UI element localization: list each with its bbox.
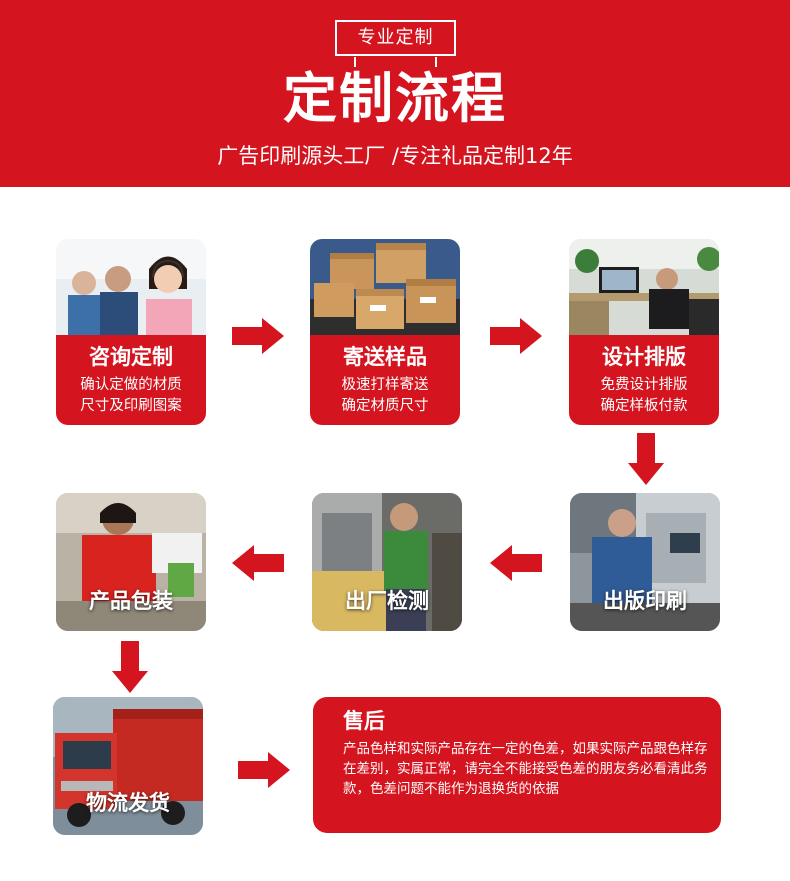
step-consult-panel: 咨询定制 确认定做的材质 尺寸及印刷图案 [56,335,206,425]
step-consult-card: 咨询定制 确认定做的材质 尺寸及印刷图案 [56,239,206,425]
step-desc-line1: 极速打样寄送 [341,377,429,393]
factory-inspection-photo [312,493,462,631]
customer-service-photo [56,239,206,335]
step-inspect-card: 出厂检测 [312,493,462,631]
packaging-worker-photo [56,493,206,631]
step-design-panel: 设计排版 免费设计排版 确定样板付款 [569,335,719,425]
step-desc-line2: 尺寸及印刷图案 [80,398,182,414]
step-title: 物流发货 [86,791,170,815]
after-sale-text: 产品色样和实际产品存在一定的色差，如果实际产品跟色样存在差别，实属正常，请完全不… [343,741,708,797]
arrow-right-icon [238,752,290,788]
printing-press-photo [570,493,720,631]
step-desc-line2: 确定材质尺寸 [341,398,429,414]
badge-divider [435,57,437,67]
step-desc-line1: 确认定做的材质 [80,377,182,393]
step-sample-card: 寄送样品 极速打样寄送 确定材质尺寸 [310,239,460,425]
header-banner: 专业定制 定制流程 广告印刷源头工厂 /专注礼品定制12年 [0,0,790,187]
page-subtitle: 广告印刷源头工厂 /专注礼品定制12年 [217,144,573,168]
step-title: 出厂检测 [345,589,429,613]
delivery-truck-photo [53,697,203,835]
arrow-right-icon [232,318,284,354]
arrow-down-icon [112,641,148,693]
step-package-card: 产品包装 [56,493,206,631]
arrow-left-icon [490,545,542,581]
step-title: 产品包装 [89,589,173,613]
page-title: 定制流程 [283,67,507,130]
office-workstation-photo [569,239,719,335]
step-desc-line1: 免费设计排版 [600,377,688,393]
step-title: 寄送样品 [343,345,427,369]
step-desc-line2: 确定样板付款 [600,398,688,414]
step-title: 咨询定制 [89,345,173,369]
after-sale-box: 售后 产品色样和实际产品存在一定的色差，如果实际产品跟色样存在差别，实属正常，请… [313,697,721,833]
after-sale-title: 售后 [343,709,385,733]
step-shipping-card: 物流发货 [53,697,203,835]
step-print-card: 出版印刷 [570,493,720,631]
step-title: 设计排版 [602,345,686,369]
step-sample-panel: 寄送样品 极速打样寄送 确定材质尺寸 [310,335,460,425]
arrow-down-icon [628,433,664,485]
cardboard-boxes-photo [310,239,460,335]
step-title: 出版印刷 [603,589,687,613]
step-design-card: 设计排版 免费设计排版 确定样板付款 [569,239,719,425]
arrow-right-icon [490,318,542,354]
badge-divider [354,57,356,67]
arrow-left-icon [232,545,284,581]
header-badge: 专业定制 [335,20,456,56]
